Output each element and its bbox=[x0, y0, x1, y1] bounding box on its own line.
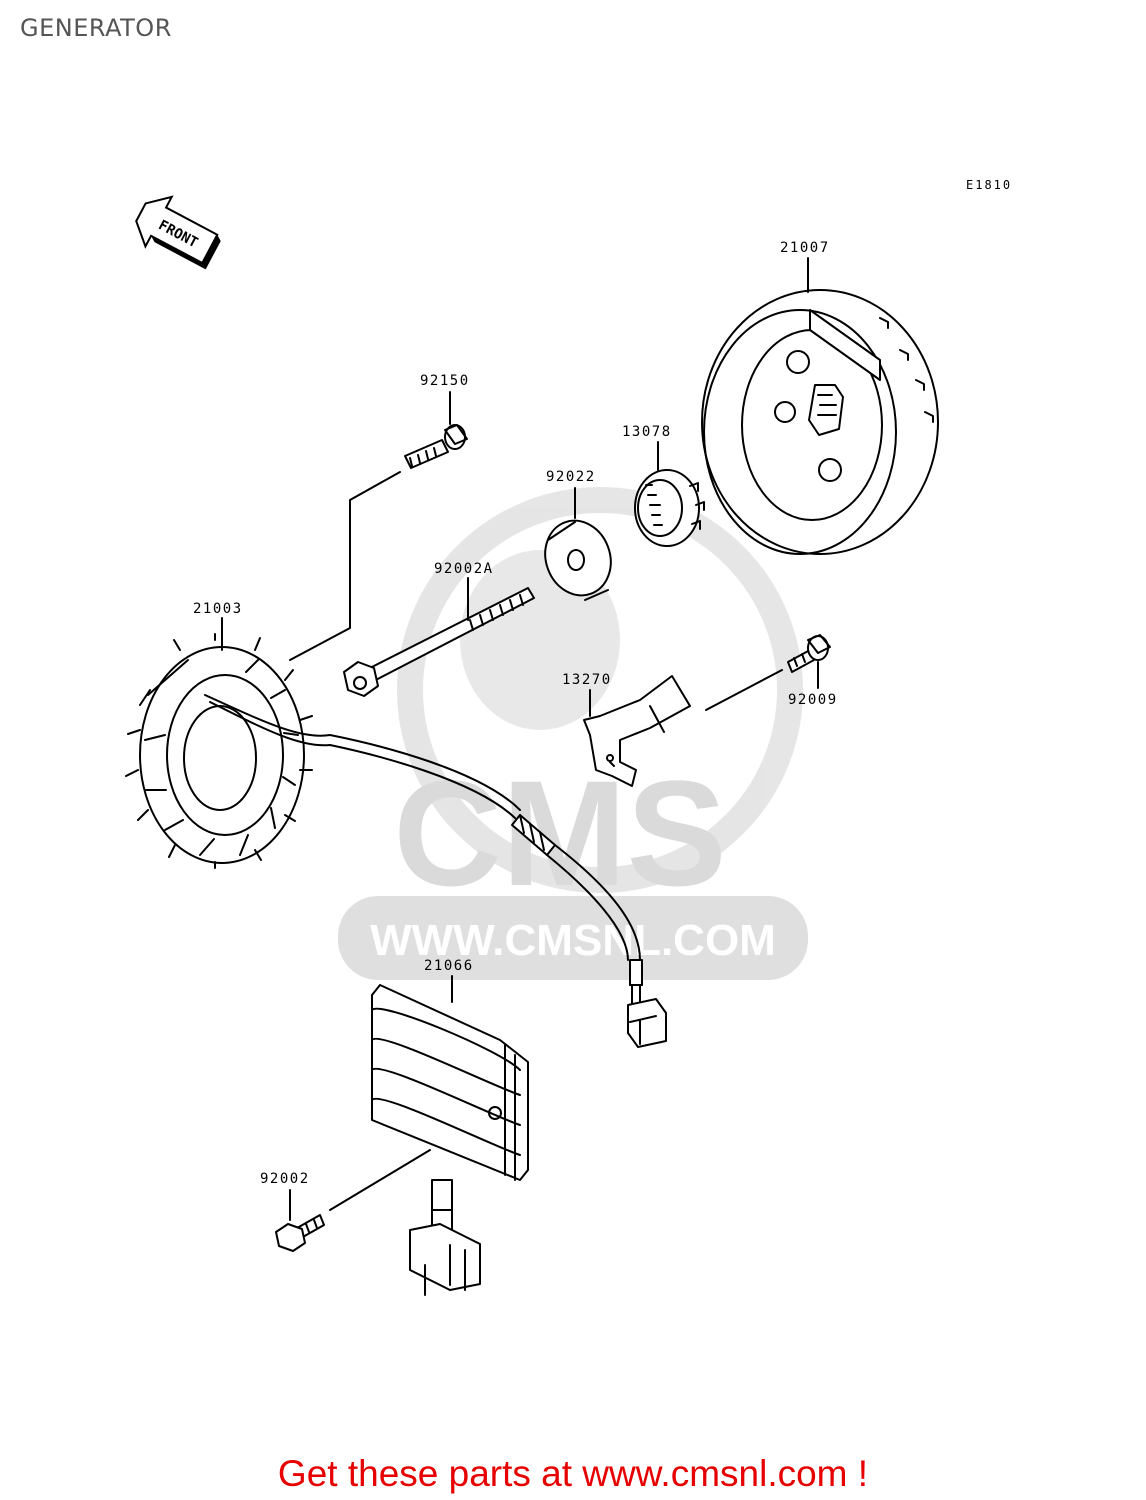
diagram-code: E1810 bbox=[966, 178, 1013, 192]
part-label-21007: 21007 bbox=[780, 240, 830, 256]
bolt-92009 bbox=[787, 634, 831, 673]
bolt-92002 bbox=[275, 1214, 325, 1252]
page-title: GENERATOR bbox=[20, 14, 172, 42]
leader-92009-bracket bbox=[705, 669, 783, 711]
gear-13078 bbox=[634, 469, 705, 547]
part-label-13078: 13078 bbox=[622, 424, 672, 440]
wire-harness bbox=[511, 814, 667, 1048]
regulator-connector bbox=[409, 1179, 481, 1296]
footer-promo-link[interactable]: Get these parts at www.cmsnl.com ! bbox=[277, 1453, 869, 1494]
part-label-21003: 21003 bbox=[193, 601, 243, 617]
part-label-92009: 92009 bbox=[788, 692, 838, 708]
bracket-13270 bbox=[583, 675, 691, 787]
leader-92002-regulator bbox=[329, 1149, 431, 1211]
watermark-brand: CMS bbox=[393, 749, 726, 917]
leader-92150-stator bbox=[289, 471, 401, 661]
rotor-flywheel bbox=[701, 289, 939, 555]
part-label-92022: 92022 bbox=[546, 469, 596, 485]
bolt-92150 bbox=[404, 424, 468, 469]
part-label-92150: 92150 bbox=[420, 373, 470, 389]
stator-21003 bbox=[125, 633, 521, 869]
part-label-92002: 92002 bbox=[260, 1171, 310, 1187]
washer-92022 bbox=[544, 519, 612, 601]
regulator-rectifier-21066 bbox=[371, 984, 529, 1181]
part-label-13270: 13270 bbox=[562, 672, 612, 688]
watermark-url: WWW.CMSNL.COM bbox=[370, 916, 776, 965]
bolt-92002a bbox=[343, 587, 535, 697]
part-label-92002a: 92002A bbox=[434, 561, 494, 577]
part-label-21066: 21066 bbox=[424, 958, 474, 974]
watermark: CMS WWW.CMSNL.COM bbox=[338, 487, 808, 980]
front-arrow: FRONT bbox=[135, 195, 221, 270]
